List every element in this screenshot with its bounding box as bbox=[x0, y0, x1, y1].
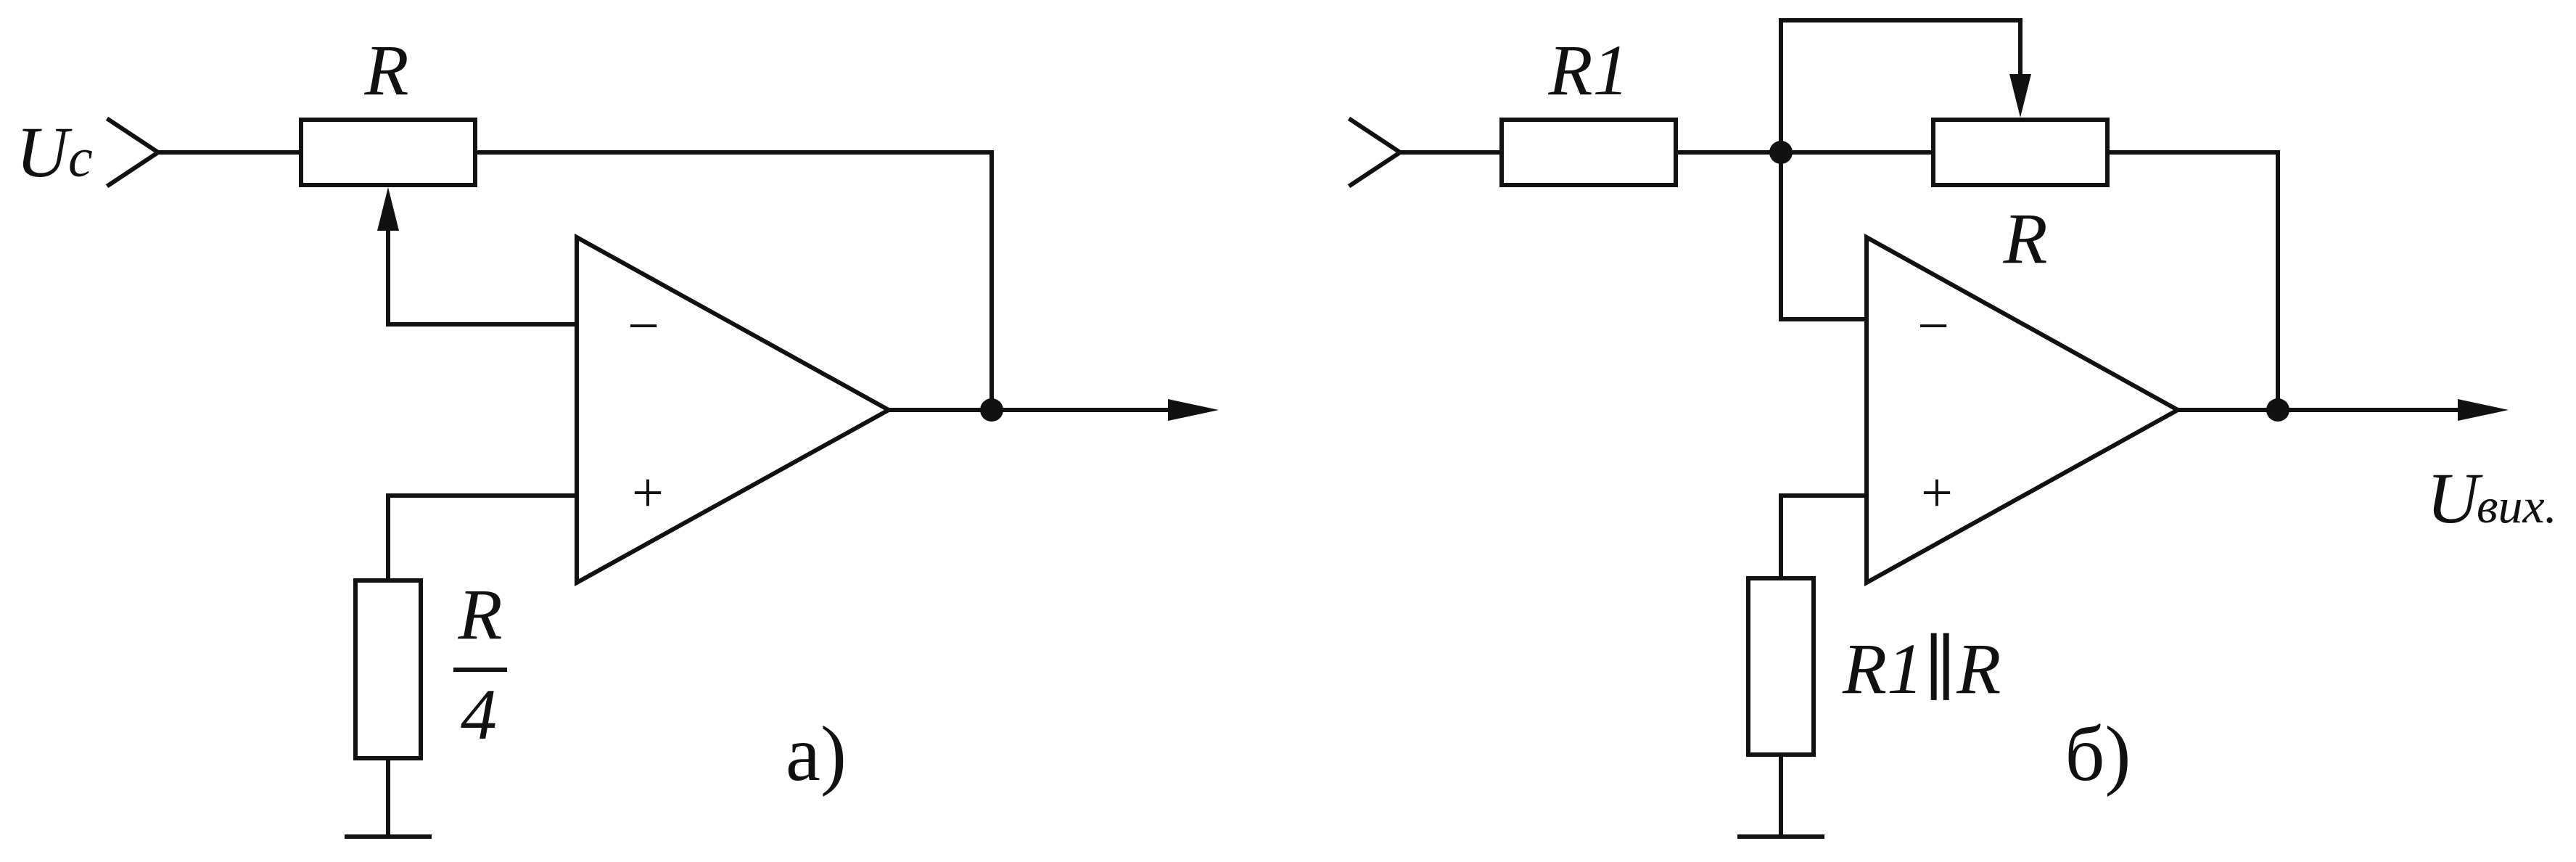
caption-a: а) bbox=[786, 711, 847, 797]
resistor-r-a bbox=[299, 118, 477, 187]
output-arrow-a bbox=[1168, 399, 1219, 421]
resistor-r-label-b: R bbox=[2002, 198, 2047, 279]
output-label-sub-b: вих. bbox=[2477, 478, 2557, 533]
opamp-a bbox=[575, 233, 894, 587]
output-node-a bbox=[980, 398, 1003, 422]
resistor-r1r-b bbox=[1746, 576, 1816, 757]
resistor-r4-a bbox=[353, 578, 423, 760]
node-r1-b bbox=[1769, 141, 1793, 164]
resistor-r4-num-a: R bbox=[457, 574, 502, 654]
opamp-b bbox=[1864, 233, 2183, 587]
resistor-r4-den-a: 4 bbox=[461, 674, 497, 755]
circuit-a: U c R − + R 4 а) bbox=[16, 30, 1219, 839]
opamp-minus-b: − bbox=[1917, 294, 1949, 357]
output-node-b bbox=[2266, 398, 2289, 422]
caption-b: б) bbox=[2065, 711, 2131, 797]
opamp-minus-a: − bbox=[627, 294, 659, 357]
wire-inv-b bbox=[1779, 150, 1869, 321]
resistor-r1r-label-b: R1∥R bbox=[1842, 628, 2001, 709]
input-terminal-a bbox=[105, 116, 162, 189]
input-label-sub-a: c bbox=[68, 128, 93, 189]
resistor-r1-b bbox=[1499, 118, 1678, 187]
resistor-r1-label-b: R1 bbox=[1547, 30, 1629, 110]
wire-wiper-b bbox=[1779, 18, 2022, 155]
input-label-a: U bbox=[16, 112, 73, 192]
resistor-r-b bbox=[1931, 118, 2110, 187]
output-arrow-b bbox=[2458, 399, 2509, 421]
resistor-r-label-a: R bbox=[363, 30, 408, 110]
wire-wiper-a bbox=[386, 219, 579, 327]
wiper-arrow-b bbox=[2009, 74, 2031, 118]
wiper-arrow-a bbox=[377, 187, 399, 231]
opamp-plus-a: + bbox=[632, 461, 664, 524]
output-label-b: U bbox=[2427, 458, 2483, 538]
wire-noninv-a bbox=[386, 493, 579, 583]
circuit-b: R1 R − + R1∥R U вих. б) bbox=[1347, 18, 2557, 839]
input-terminal-b bbox=[1347, 116, 1404, 189]
opamp-plus-b: + bbox=[1921, 461, 1953, 524]
wire-noninv-b bbox=[1779, 493, 1869, 580]
